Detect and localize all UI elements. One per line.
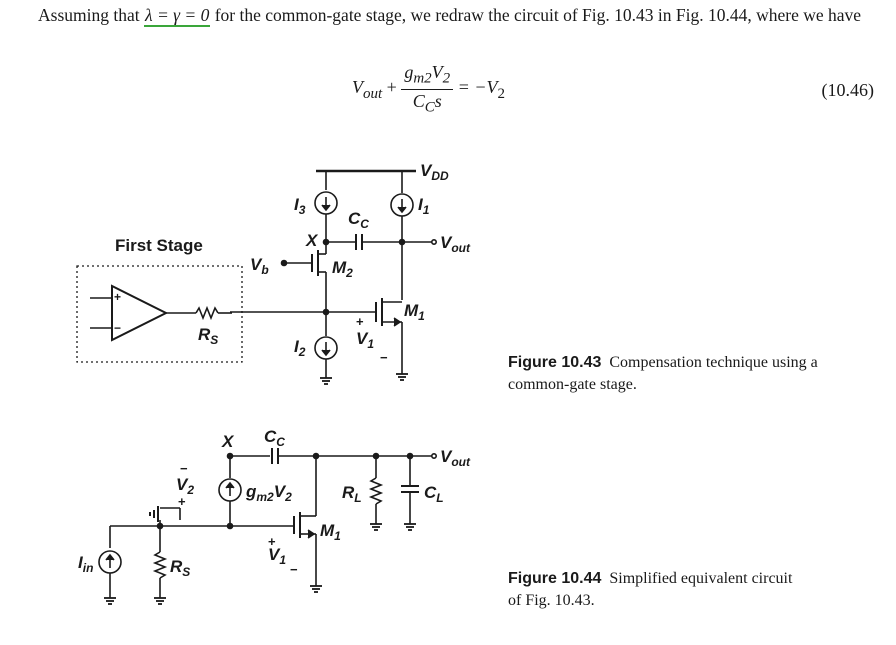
label-vdd: VDD	[420, 161, 449, 183]
label-m2: M2	[332, 258, 353, 280]
label-i1: I1	[418, 195, 430, 217]
v1-plus: +	[356, 314, 364, 329]
v2-minus: −	[180, 461, 188, 476]
label2-cc: CC	[264, 427, 285, 449]
paragraph-text-before: Assuming that	[38, 5, 144, 25]
eq-vout-sub: out	[363, 85, 383, 102]
opamp-triangle-icon	[111, 284, 169, 342]
rs2-resistor-icon	[152, 551, 168, 579]
caption-43-text: Compensation technique using a common-ga…	[508, 354, 818, 393]
label-vout: Vout	[440, 233, 471, 255]
figure-10-44-circuit	[98, 448, 437, 605]
v1-minus: −	[380, 350, 388, 365]
figure-10-43-labels: VDD First Stage I3 I1 CC X Vout Vb M2 M1…	[114, 161, 471, 365]
label2-rs: RS	[170, 557, 190, 579]
caption-43-number: Figure 10.43	[508, 354, 602, 371]
label2-x: X	[221, 432, 235, 451]
body-paragraph: Assuming that λ = γ = 0 for the common-g…	[12, 2, 886, 28]
paragraph-text-after: for the common-gate stage, we redraw the…	[210, 5, 862, 25]
eq-numerator: gm2V2	[401, 62, 454, 90]
label2-v2: V2	[176, 475, 194, 497]
label-v1: V1	[356, 329, 374, 351]
rl-resistor-icon	[368, 477, 384, 505]
v2-plus: +	[178, 494, 186, 509]
label-vb: Vb	[250, 255, 269, 277]
label-x: X	[305, 231, 319, 250]
label2-gm2v2: gm2V2	[245, 482, 292, 504]
label-i3: I3	[294, 195, 306, 217]
label-m1: M1	[404, 301, 425, 323]
label-cc: CC	[348, 209, 369, 231]
figure-10-43-circuit	[76, 169, 437, 385]
caption-44-number: Figure 10.44	[508, 570, 602, 587]
eq-denominator: CCs	[412, 90, 442, 116]
eq-plus: +	[382, 77, 402, 98]
label2-m1: M1	[320, 521, 341, 543]
equation-number: (10.46)	[821, 80, 875, 100]
rs-resistor-icon	[195, 305, 219, 321]
figure-10-43-caption: Figure 10.43 Compensation technique usin…	[508, 352, 838, 396]
label-first-stage: First Stage	[115, 236, 203, 255]
highlighted-assumption: λ = γ = 0	[143, 5, 211, 27]
label2-iin: Iin	[78, 553, 93, 575]
opamp-minus: −	[114, 321, 121, 335]
figure-10-44-caption: Figure 10.44 Simplified equivalent circu…	[508, 568, 808, 612]
eq-vout: V	[352, 77, 363, 98]
label2-vout: Vout	[440, 447, 471, 469]
v1b-plus: +	[268, 534, 276, 549]
label2-v1: V1	[268, 545, 286, 567]
label-i2: I2	[294, 337, 306, 359]
opamp-plus: +	[114, 290, 121, 304]
figure-10-44-labels: X CC Vout − V2 + gm2V2 RL CL M1 + V1 − I…	[78, 427, 471, 579]
v1b-minus: −	[290, 562, 298, 577]
label2-rl: RL	[342, 483, 362, 505]
eq-rhs: = −V	[453, 77, 498, 98]
eq-rhs-sub: 2	[497, 85, 505, 102]
label2-cl: CL	[424, 483, 444, 505]
label-rs: RS	[198, 325, 218, 347]
caption-44-text: Simplified equivalent circuit of Fig. 10…	[508, 570, 793, 609]
